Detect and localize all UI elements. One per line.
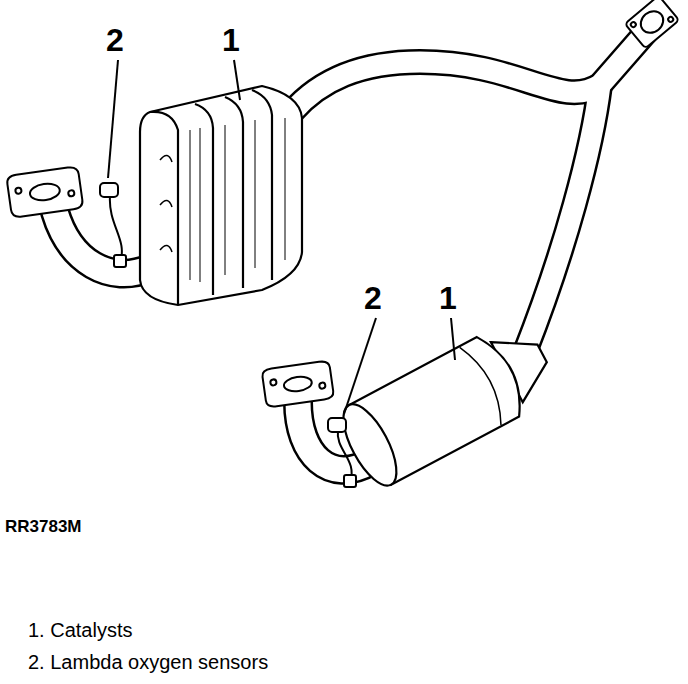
figure-code: RR3783M [5,518,82,535]
key-entry: 2. Lambda oxygen sensors [28,652,268,672]
callout-number: 1 [439,282,457,314]
callout-number: 1 [222,24,240,56]
callout-number: 2 [106,24,124,56]
callout-number: 2 [364,282,382,314]
key-entry: 1. Catalysts [28,620,132,640]
